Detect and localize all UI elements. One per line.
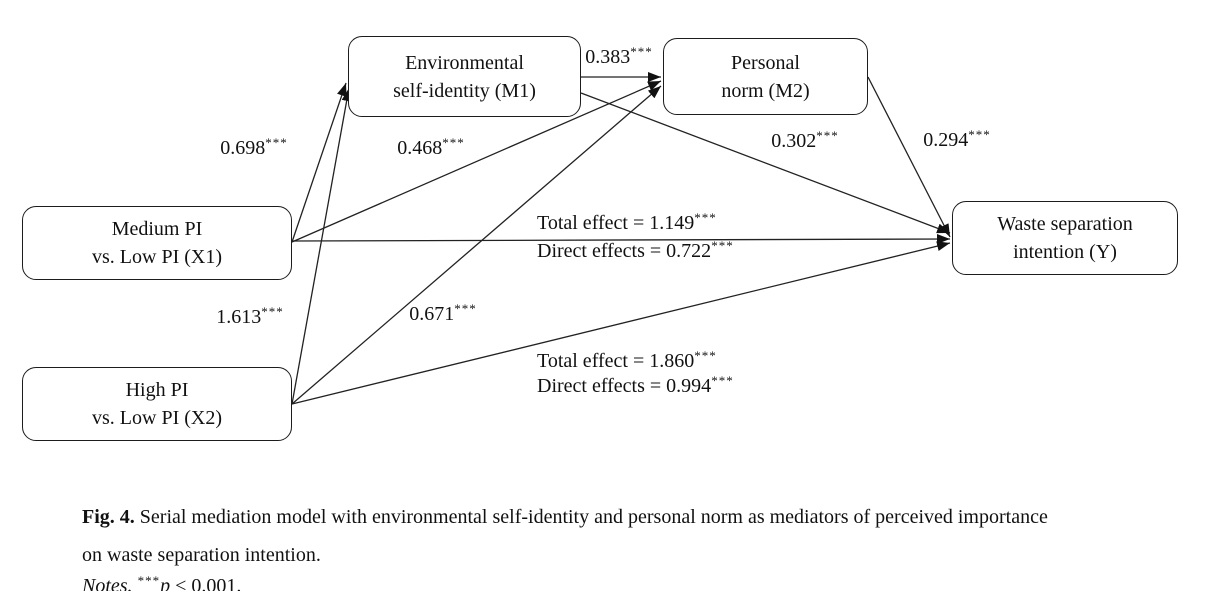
coef-value: 0.698	[220, 137, 266, 159]
node-label-line: Medium PI	[111, 218, 203, 240]
significance-stars: ***	[711, 238, 734, 253]
coef-x1-to-m1: 0.698***	[220, 135, 288, 160]
node-label-line: Environmental	[405, 51, 524, 74]
node-waste-separation-intention-y: Waste separation intention (Y)	[952, 201, 1178, 275]
coef-value: 1.613	[216, 306, 262, 328]
notes-label: Notes.	[82, 575, 138, 591]
figure-caption-line2: on waste separation intention.	[62, 521, 321, 590]
arrow-x1-to-m2	[291, 80, 662, 243]
coef-value: 0.383	[585, 46, 631, 68]
node-label-line: High PI	[125, 379, 189, 401]
total-effect-x1-label: Total effect = 1.149***	[537, 210, 717, 235]
caption-text-line2: on waste separation intention.	[82, 544, 321, 566]
significance-stars: ***	[261, 304, 284, 319]
coef-m1-to-m2: 0.383***	[585, 44, 653, 69]
direct-effect-x2-label: Direct effects = 0.994***	[537, 373, 734, 398]
significance-stars: ***	[711, 373, 734, 388]
significance-stars: ***	[137, 573, 161, 588]
effect-text: Total effect = 1.149	[537, 212, 695, 234]
significance-stars: ***	[694, 210, 717, 225]
figure-caption-line1: Fig. 4. Serial mediation model with envi…	[62, 483, 1048, 552]
significance-stars: ***	[442, 135, 465, 150]
node-label-line: vs. Low PI (X1)	[92, 246, 222, 268]
node-personal-norm-m2: Personal norm (M2)	[663, 38, 868, 115]
coef-x1-to-m2: 0.468***	[397, 135, 465, 160]
coef-m2-to-y: 0.294***	[923, 127, 991, 152]
effect-text: Total effect = 1.860	[537, 350, 695, 372]
significance-stars: ***	[265, 135, 288, 150]
coef-x2-to-m2: 0.671***	[409, 301, 477, 326]
node-label-line: vs. Low PI (X2)	[92, 407, 222, 429]
total-effect-x2-label: Total effect = 1.860***	[537, 348, 717, 373]
coef-x2-to-m1: 1.613***	[216, 304, 284, 329]
node-high-pi-x2: High PI vs. Low PI (X2)	[22, 367, 292, 441]
arrow-x1-to-m1	[291, 82, 347, 243]
node-medium-pi-x1: Medium PI vs. Low PI (X1)	[22, 206, 292, 280]
figure-number: Fig. 4.	[82, 506, 135, 528]
notes-p-symbol: p	[160, 575, 171, 591]
significance-stars: ***	[816, 128, 839, 143]
node-label-line: norm (M2)	[721, 79, 810, 102]
coef-value: 0.302	[771, 130, 817, 152]
arrow-x2-to-m1	[291, 87, 352, 405]
caption-text-line1: Serial mediation model with environmenta…	[134, 506, 1048, 528]
effect-text: Direct effects = 0.722	[537, 240, 712, 262]
node-label-line: intention (Y)	[1013, 241, 1117, 263]
effect-text: Direct effects = 0.994	[537, 375, 712, 397]
node-label-line: self-identity (M1)	[393, 79, 536, 102]
significance-stars: ***	[630, 44, 653, 59]
arrow-x2-to-m2	[291, 85, 662, 405]
significance-stars: ***	[694, 348, 717, 363]
arrow-x2-to-y	[291, 241, 951, 405]
node-environmental-self-identity-m1: Environmental self-identity (M1)	[348, 36, 581, 117]
significance-stars: ***	[968, 127, 991, 142]
coef-value: 0.468	[397, 137, 443, 159]
node-label-line: Personal	[731, 51, 800, 74]
figure-notes: Notes. ***p < 0.001.	[62, 552, 241, 591]
significance-stars: ***	[454, 301, 477, 316]
arrow-m1-to-y	[580, 92, 951, 234]
arrow-x1-to-y	[291, 234, 951, 245]
direct-effect-x1-label: Direct effects = 0.722***	[537, 238, 734, 263]
coef-m1-to-y: 0.302***	[771, 128, 839, 153]
node-label-line: Waste separation	[997, 213, 1133, 235]
coef-value: 0.294	[923, 129, 969, 151]
arrow-m2-to-y	[867, 76, 951, 238]
coef-value: 0.671	[409, 303, 455, 325]
notes-threshold: < 0.001.	[170, 575, 242, 591]
